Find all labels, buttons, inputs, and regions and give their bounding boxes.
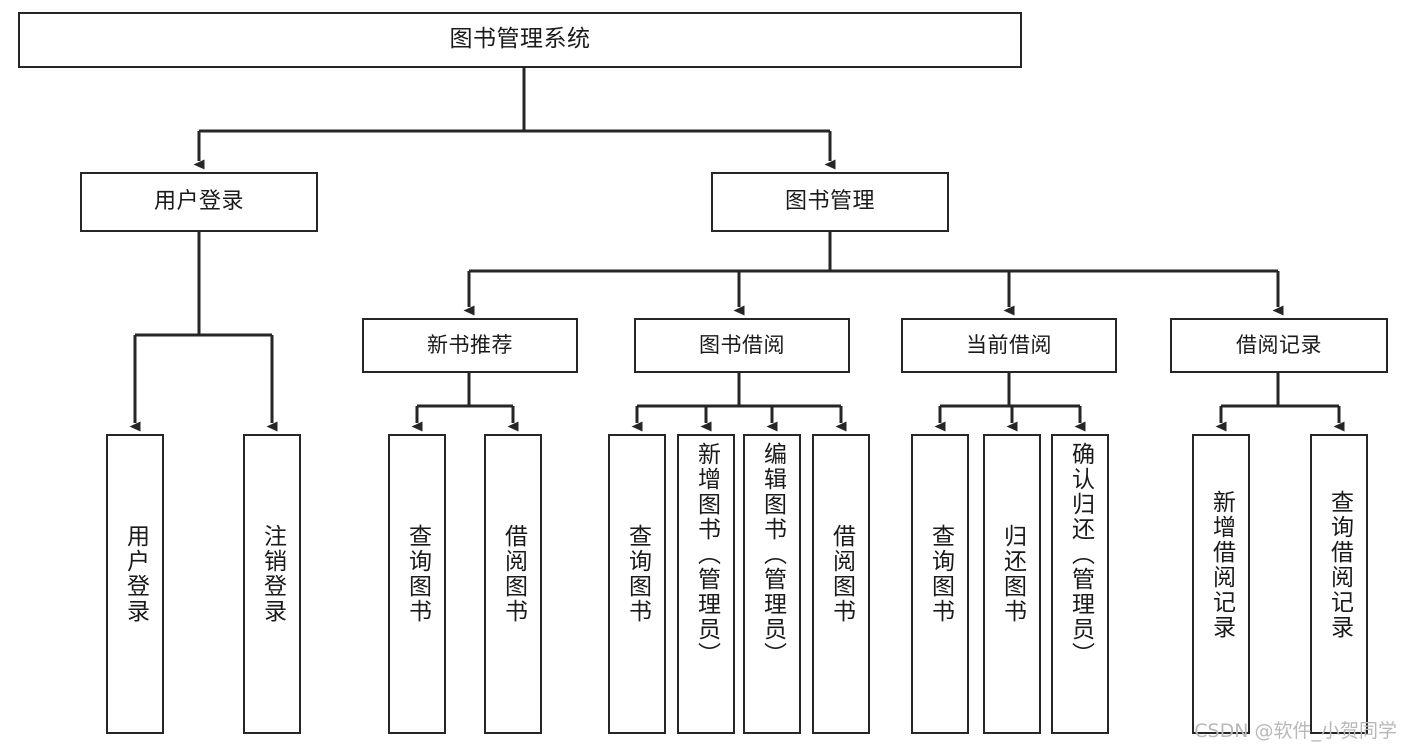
node-leaf-add-record-label: 新增借阅记录	[1208, 490, 1235, 640]
node-leaf-confirm-return[interactable]: 确认归还（管理员）	[1051, 434, 1109, 734]
node-leaf-borrow-book-2[interactable]: 借阅图书	[812, 434, 870, 734]
node-leaf-logout[interactable]: 注销登录	[243, 434, 301, 734]
node-leaf-edit-book-label: 编辑图书（管理员）	[759, 442, 786, 667]
node-leaf-query-book-2-label: 查询图书	[624, 524, 651, 624]
node-leaf-return-book-label: 归还图书	[999, 524, 1026, 624]
node-book-borrow-label: 图书借阅	[699, 333, 785, 358]
node-user-login-label: 用户登录	[153, 189, 244, 215]
node-leaf-edit-book[interactable]: 编辑图书（管理员）	[743, 434, 801, 734]
node-leaf-user-login[interactable]: 用户登录	[106, 434, 164, 734]
node-leaf-query-book-1-label: 查询图书	[404, 524, 431, 624]
watermark: CSDN @软件_小贺同学	[1194, 720, 1397, 742]
node-current-borrow-label: 当前借阅	[966, 333, 1052, 358]
node-leaf-logout-label: 注销登录	[259, 524, 286, 624]
node-leaf-add-book[interactable]: 新增图书（管理员）	[677, 434, 735, 734]
node-root[interactable]: 图书管理系统	[18, 12, 1022, 68]
node-borrow-record-label: 借阅记录	[1236, 333, 1322, 358]
node-current-borrow[interactable]: 当前借阅	[901, 318, 1117, 373]
node-leaf-borrow-book-1-label: 借阅图书	[500, 524, 527, 624]
node-leaf-query-record[interactable]: 查询借阅记录	[1310, 434, 1368, 734]
node-new-book-rec[interactable]: 新书推荐	[362, 318, 578, 373]
node-leaf-user-login-label: 用户登录	[122, 524, 149, 624]
node-leaf-query-record-label: 查询借阅记录	[1326, 490, 1353, 640]
node-book-borrow[interactable]: 图书借阅	[634, 318, 850, 373]
node-borrow-record[interactable]: 借阅记录	[1170, 318, 1388, 373]
node-leaf-add-book-label: 新增图书（管理员）	[693, 442, 720, 667]
node-root-label: 图书管理系统	[449, 26, 591, 53]
node-new-book-rec-label: 新书推荐	[427, 333, 513, 358]
node-leaf-query-book-3[interactable]: 查询图书	[911, 434, 969, 734]
node-book-manage-label: 图书管理	[784, 189, 875, 215]
node-leaf-query-book-2[interactable]: 查询图书	[608, 434, 666, 734]
node-leaf-borrow-book-2-label: 借阅图书	[828, 524, 855, 624]
node-leaf-query-book-3-label: 查询图书	[927, 524, 954, 624]
node-leaf-return-book[interactable]: 归还图书	[983, 434, 1041, 734]
node-leaf-borrow-book-1[interactable]: 借阅图书	[484, 434, 542, 734]
node-leaf-query-book-1[interactable]: 查询图书	[388, 434, 446, 734]
node-leaf-add-record[interactable]: 新增借阅记录	[1192, 434, 1250, 734]
node-book-manage[interactable]: 图书管理	[711, 172, 949, 232]
node-leaf-confirm-return-label: 确认归还（管理员）	[1067, 442, 1094, 667]
node-user-login[interactable]: 用户登录	[80, 172, 318, 232]
